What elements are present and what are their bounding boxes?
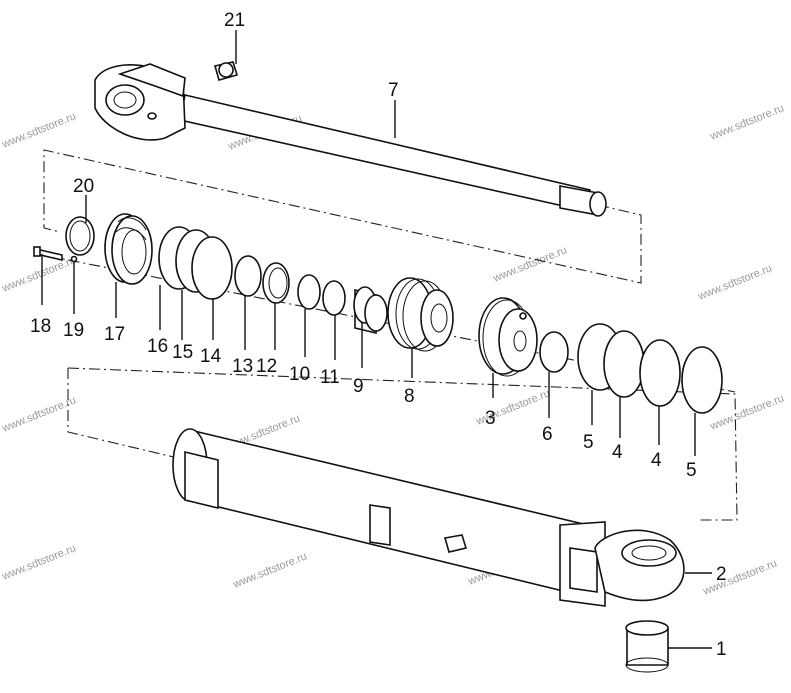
- seal-12: [262, 262, 290, 304]
- callout-21: 21: [224, 10, 245, 31]
- callout-8: 8: [404, 386, 415, 407]
- piston-rod: [94, 63, 607, 217]
- cylinder-barrel: [172, 428, 685, 607]
- ring-10: [297, 274, 321, 310]
- callout-19: 19: [63, 320, 84, 341]
- callout-6: 6: [542, 424, 553, 445]
- callout-2: 2: [716, 564, 727, 585]
- callout-5b: 5: [686, 460, 697, 481]
- callout-10: 10: [289, 364, 310, 385]
- bushing-1: [625, 620, 669, 673]
- seal-ring-4b: [639, 339, 681, 407]
- callout-16: 16: [147, 336, 168, 357]
- watermark-text: www.sdtstore.ru: [0, 394, 78, 435]
- callout-18: 18: [30, 316, 51, 337]
- watermark-text: www.sdtstore.ru: [231, 550, 309, 591]
- watermark-text: www.sdtstore.ru: [708, 102, 786, 143]
- bolt-18: [33, 246, 63, 262]
- callout-15: 15: [172, 342, 193, 363]
- seal-ring-14: [191, 236, 233, 300]
- watermark-text: www.sdtstore.ru: [0, 254, 78, 295]
- bushing-9: [353, 286, 388, 335]
- leader-lines: [41, 30, 712, 649]
- callout-9: 9: [353, 376, 364, 397]
- o-ring-6: [539, 331, 569, 373]
- callout-1: 1: [716, 639, 727, 660]
- callout-13: 13: [232, 356, 253, 377]
- cylinder-head-17: [104, 213, 153, 285]
- callout-4a: 4: [612, 442, 623, 463]
- watermark-text: www.sdtstore.ru: [0, 542, 78, 583]
- piston-8: [387, 277, 454, 352]
- callout-17: 17: [104, 324, 125, 345]
- piston-3: [478, 297, 538, 377]
- watermark-text: www.sdtstore.ru: [696, 262, 774, 303]
- watermark-text: www.sdtstore.ru: [701, 557, 779, 598]
- callout-numbers: 21 7 20 18 19 17 16 15 14 13 12 10 11 9 …: [30, 10, 727, 660]
- callout-14: 14: [200, 346, 222, 367]
- callout-3: 3: [485, 408, 496, 429]
- seal-ring-13: [234, 255, 262, 297]
- callout-4b: 4: [651, 450, 662, 471]
- grease-nipple-21: [213, 61, 239, 81]
- callout-11: 11: [320, 367, 340, 388]
- seal-ring-4: [603, 330, 645, 398]
- callout-20: 20: [73, 176, 94, 197]
- callout-12: 12: [256, 356, 277, 377]
- callout-7: 7: [388, 80, 399, 101]
- snap-ring-20: [65, 216, 95, 256]
- snap-ring-20-inner: [69, 220, 91, 252]
- ring-11: [322, 280, 346, 316]
- washer-19: [70, 255, 78, 263]
- wear-ring-5b: [681, 346, 723, 414]
- callout-5a: 5: [583, 432, 594, 453]
- watermark-text: www.sdtstore.ru: [0, 110, 78, 151]
